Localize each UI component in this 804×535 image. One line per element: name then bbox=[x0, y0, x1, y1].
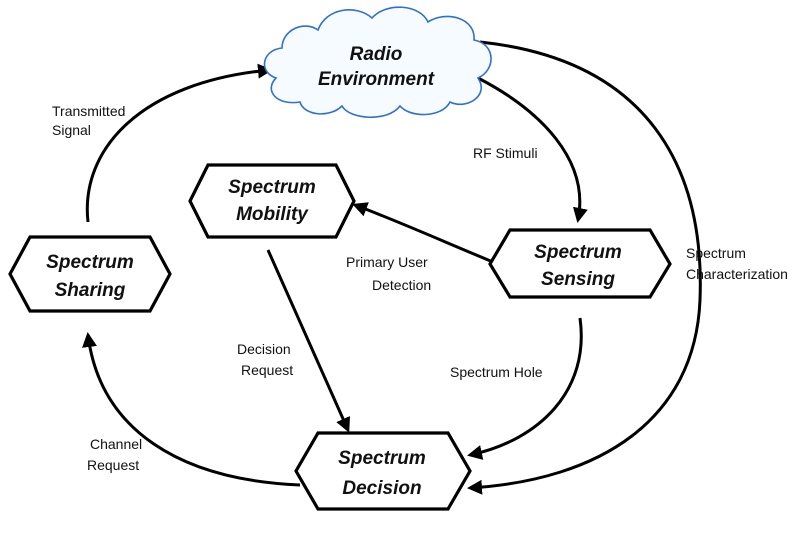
node-spectrum-sensing: Spectrum Sensing bbox=[488, 228, 672, 299]
node-spectrum-sharing: Spectrum Sharing bbox=[8, 235, 172, 313]
label-channel-request-2: Request bbox=[87, 457, 139, 473]
label-decision-request-1: Decision bbox=[237, 341, 291, 357]
node-spectrum-decision-line2: Decision bbox=[342, 478, 421, 499]
label-decision-request-2: Request bbox=[241, 362, 293, 378]
label-primary-user-detection-1: Primary User bbox=[346, 254, 428, 270]
edge-rf-stimuli bbox=[477, 76, 588, 223]
label-primary-user-detection-2: Detection bbox=[372, 277, 431, 293]
edge-primary-user-detection bbox=[352, 202, 494, 264]
hexagon-shape bbox=[488, 228, 672, 299]
label-spectrum-characterization-1: Spectrum bbox=[686, 245, 746, 261]
hexagon-shape bbox=[188, 163, 356, 239]
edge-spectrum-hole bbox=[467, 317, 583, 460]
label-spectrum-characterization-2: Characterization bbox=[686, 266, 788, 282]
node-radio-environment-line2: Environment bbox=[318, 69, 435, 90]
edge-decision-request bbox=[266, 249, 350, 433]
node-spectrum-decision: Spectrum Decision bbox=[294, 431, 472, 511]
hexagon-shape bbox=[294, 431, 472, 511]
node-spectrum-mobility-line1: Spectrum bbox=[228, 177, 316, 198]
edge-spectrum-characterization bbox=[467, 40, 702, 495]
edge-transmitted-signal bbox=[85, 63, 273, 223]
label-transmitted-signal-1: Transmitted bbox=[52, 103, 125, 119]
node-spectrum-sensing-line1: Spectrum bbox=[534, 242, 622, 263]
node-spectrum-decision-line1: Spectrum bbox=[338, 448, 426, 469]
edge-channel-request bbox=[82, 332, 301, 487]
node-radio-environment-line1: Radio bbox=[350, 44, 403, 65]
node-spectrum-sharing-line1: Spectrum bbox=[46, 252, 134, 273]
node-spectrum-mobility: Spectrum Mobility bbox=[188, 163, 356, 239]
label-spectrum-hole: Spectrum Hole bbox=[450, 364, 543, 380]
hexagon-shape bbox=[8, 235, 172, 313]
label-transmitted-signal-2: Signal bbox=[52, 122, 91, 138]
cloud-shape bbox=[263, 6, 492, 118]
node-spectrum-mobility-line2: Mobility bbox=[236, 204, 309, 225]
node-radio-environment: Radio Environment bbox=[263, 6, 492, 118]
label-channel-request-1: Channel bbox=[90, 436, 142, 452]
node-spectrum-sharing-line2: Sharing bbox=[55, 280, 126, 301]
label-rf-stimuli: RF Stimuli bbox=[473, 145, 538, 161]
node-spectrum-sensing-line2: Sensing bbox=[541, 269, 615, 290]
